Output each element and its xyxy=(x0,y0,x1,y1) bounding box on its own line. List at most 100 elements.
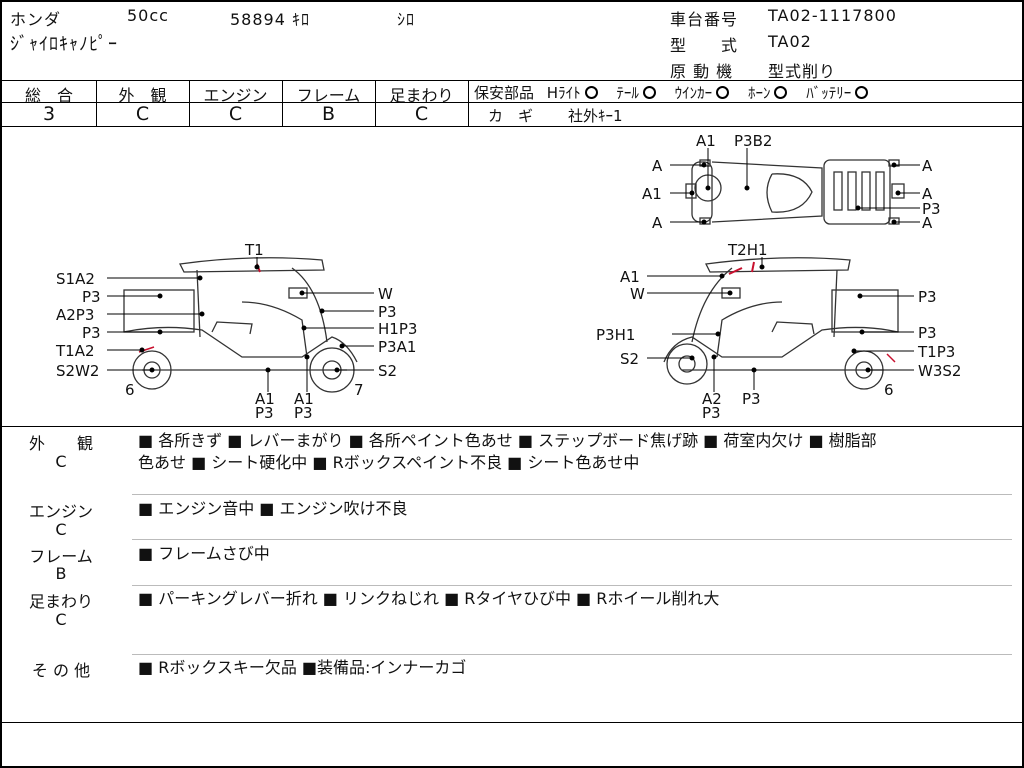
damage-code: P3 xyxy=(82,288,101,306)
grade-frame-value: B xyxy=(321,103,336,125)
divider xyxy=(132,539,1012,540)
damage-code: A xyxy=(922,185,933,203)
damage-code: A xyxy=(922,214,933,232)
grade-total-label: 総 合 xyxy=(24,86,73,105)
damage-code: A xyxy=(652,157,663,175)
damage-code: P3A1 xyxy=(378,338,417,356)
damage-code: P3 xyxy=(255,404,274,422)
key-label: カ ギ xyxy=(488,107,534,125)
top-view xyxy=(685,159,905,225)
mileage: 58894 ｷﾛ xyxy=(230,10,310,29)
damage-code: W xyxy=(630,285,645,303)
divider xyxy=(2,426,1022,427)
type-label: 型 式 xyxy=(670,36,739,55)
damage-code: T2H1 xyxy=(728,241,768,259)
divider xyxy=(2,126,1022,127)
divider xyxy=(132,494,1012,495)
ok-circle-icon xyxy=(855,86,869,99)
damage-code: T1 xyxy=(245,241,264,259)
damage-code: A2 xyxy=(702,390,722,408)
damage-code: P3 xyxy=(378,303,397,321)
damage-code: P3 xyxy=(702,404,721,422)
safety-item: ﾃｰﾙ xyxy=(616,84,639,102)
damage-code: P3 xyxy=(918,324,937,342)
damage-code: P3 xyxy=(922,200,941,218)
damage-code: A xyxy=(922,157,933,175)
divider xyxy=(189,80,190,126)
grade-engine-value: C xyxy=(228,103,243,125)
ok-circle-icon xyxy=(774,86,788,99)
note-text-frame: ■ フレームさび中 xyxy=(138,544,270,563)
engine-value: 型式削り xyxy=(768,62,837,81)
ok-circle-icon xyxy=(584,86,598,99)
scooter-diagrams xyxy=(107,148,920,393)
safety-label: 保安部品 xyxy=(474,84,535,102)
damage-code: A1 xyxy=(642,185,662,203)
damage-code: P3 xyxy=(294,404,313,422)
divider xyxy=(2,722,1022,723)
grade-total-value: 3 xyxy=(42,103,56,125)
divider xyxy=(2,102,468,103)
ok-circle-icon xyxy=(716,86,730,99)
damage-code: W xyxy=(378,285,393,303)
maker: ホンダ xyxy=(10,10,62,29)
chassis-value: TA02-1117800 xyxy=(768,6,897,25)
note-label-exterior: 外 観 xyxy=(28,434,93,453)
damage-code: 6 xyxy=(884,381,894,399)
note-grade-exterior: C xyxy=(55,452,67,471)
note-grade-suspension: C xyxy=(55,610,67,629)
safety-parts: 保安部品 Hﾗｲﾄ ﾃｰﾙ ｳｲﾝｶｰ ﾎｰﾝ ﾊﾞｯﾃﾘｰ xyxy=(474,82,869,103)
grade-suspension-value: C xyxy=(414,103,429,125)
note-text-engine: ■ エンジン音中 ■ エンジン吹け不良 xyxy=(138,499,408,518)
damage-code: 6 xyxy=(125,381,135,399)
safety-item: ﾊﾞｯﾃﾘｰ xyxy=(806,84,852,102)
damage-code: A1 xyxy=(620,268,640,286)
grade-engine-label: エンジン xyxy=(203,86,268,105)
divider xyxy=(132,585,1012,586)
divider xyxy=(96,80,97,126)
damage-code: S2W2 xyxy=(56,362,100,380)
damage-code: P3 xyxy=(918,288,937,306)
ok-circle-icon xyxy=(642,86,656,99)
safety-item: Hﾗｲﾄ xyxy=(546,84,581,102)
damage-code: A1 xyxy=(294,390,314,408)
color: ｼﾛ xyxy=(397,10,416,29)
damage-code: A xyxy=(652,214,663,232)
damage-code: P3B2 xyxy=(734,132,773,150)
divider xyxy=(468,102,1022,103)
type-value: TA02 xyxy=(768,32,812,51)
note-text-exterior-2: 色あせ ■ シート硬化中 ■ Rボックスペイント不良 ■ シート色あせ中 xyxy=(138,453,640,472)
grade-exterior-value: C xyxy=(135,103,150,125)
key-value: 社外ｷｰ1 xyxy=(568,107,623,125)
damage-code: H1P3 xyxy=(378,320,418,338)
grade-suspension-label: 足まわり xyxy=(389,86,454,105)
divider xyxy=(468,80,469,126)
damage-code: W3S2 xyxy=(918,362,962,380)
leader-lines xyxy=(107,148,920,392)
right-side-view xyxy=(663,257,899,390)
damage-code: T1P3 xyxy=(918,343,956,361)
damage-code: A1 xyxy=(255,390,275,408)
damage-code: P3H1 xyxy=(596,326,636,344)
left-side-view xyxy=(123,257,358,393)
grade-frame-label: フレーム xyxy=(296,86,361,105)
note-label-frame: フレーム xyxy=(29,547,93,566)
note-grade-frame: B xyxy=(55,564,67,583)
damage-code: S2 xyxy=(620,350,640,368)
note-grade-engine: C xyxy=(55,520,67,539)
damage-code: A2P3 xyxy=(56,306,95,324)
damage-code: P3 xyxy=(82,324,101,342)
damage-mark xyxy=(751,261,755,273)
displacement: 50cc xyxy=(127,6,169,25)
model-name: ｼﾞｬｲﾛｷｬﾉﾋﾟｰ xyxy=(10,34,118,55)
divider xyxy=(282,80,283,126)
note-text-exterior-1: ■ 各所きず ■ レバーまがり ■ 各所ペイント色あせ ■ ステップボード焦げ跡… xyxy=(138,431,877,450)
damage-mark xyxy=(886,353,896,363)
grade-exterior-label: 外 観 xyxy=(118,86,167,105)
note-label-engine: エンジン xyxy=(28,502,93,521)
safety-item: ｳｲﾝｶｰ xyxy=(674,84,713,102)
chassis-label: 車台番号 xyxy=(670,10,739,29)
note-text-other: ■ Rボックスキー欠品 ■装備品:インナーカゴ xyxy=(138,658,467,677)
damage-code: S2 xyxy=(378,362,398,380)
